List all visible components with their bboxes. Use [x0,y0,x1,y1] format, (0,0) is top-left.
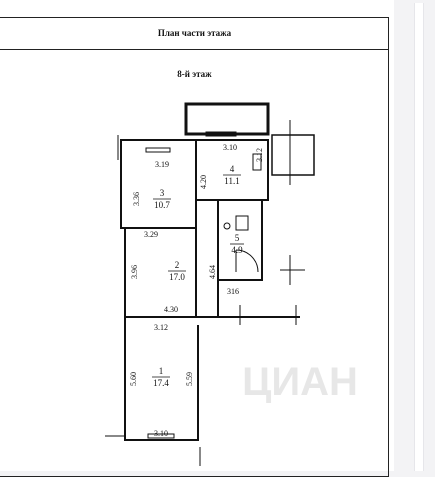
room1-number: 1 [159,366,164,376]
wall-bath [217,200,263,281]
room3-area: 10.7 [154,200,170,210]
dim-room1-left: 5.60 [129,372,138,386]
room4-number: 4 [230,164,235,174]
document-sheet: План части этажа 8-й этаж [0,0,394,477]
window-room1 [147,433,175,439]
plan-title: План части этажа [157,28,232,38]
dim-room1-top: 3.12 [154,323,168,332]
balcony-side [271,134,315,176]
watermark: ЦИАН [242,360,358,404]
dim-room2-right: 4.64 [208,265,217,279]
wall-room4 [195,139,269,201]
floor-label: 8-й этаж [177,69,212,79]
dim-room4-top: 3.10 [223,143,237,152]
wall-room1 [124,317,199,441]
room5-number: 5 [235,233,240,243]
room2-area: 17.0 [169,272,185,282]
dim-room2-bottom: 4.30 [164,305,178,314]
room3-number: 3 [160,188,165,198]
wall-room3 [120,139,197,229]
dim-room4-right: 3.12 [255,148,264,162]
room5-area: 4.9 [231,245,243,255]
dim-room1-bottom: 3.10 [154,429,168,438]
dim-room2-top: 3.29 [144,230,158,239]
stove-fixture [252,153,262,171]
toilet-fixture [223,222,231,230]
floor-plan: 1 17.4 2 17.0 3 10.7 4 11.1 5 4.9 3.12 5… [105,102,358,466]
door-bath [235,249,259,273]
window-room3 [145,147,171,153]
dim-room2-left: 3.96 [130,265,139,279]
room4-area: 11.1 [224,176,239,186]
sink-fixture [235,215,249,231]
balcony [184,102,270,136]
header-divider [0,49,389,50]
dim-room3-top: 3.19 [155,160,169,169]
dim-room5-bottom: 316 [227,287,239,296]
dim-room4-left: 4.20 [199,175,208,189]
dim-room3-left: 3.36 [132,192,141,206]
scrollbar-thumb[interactable] [414,3,424,471]
room1-area: 17.4 [153,378,169,388]
window-room4 [205,131,237,137]
dim-room1-right: 5.59 [185,372,194,386]
room2-number: 2 [175,260,180,270]
